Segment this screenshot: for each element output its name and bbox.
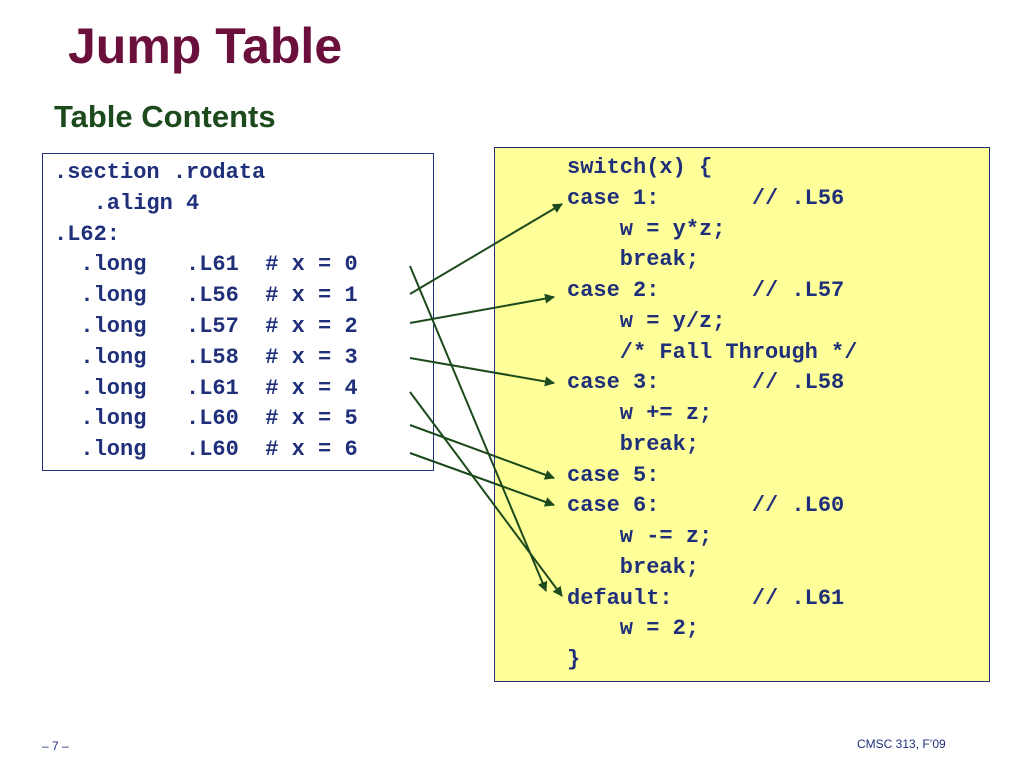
table-line-x3: .long .L58 # x = 3	[54, 345, 358, 370]
switch-line-case2-body: w = y/z;	[567, 309, 726, 334]
switch-line-fall-through: /* Fall Through */	[567, 340, 858, 365]
table-line-align: .align 4	[54, 191, 200, 216]
table-line-x6: .long .L60 # x = 6	[54, 437, 358, 462]
switch-line-default-body: w = 2;	[567, 616, 700, 641]
switch-line-case6-break: break;	[567, 555, 700, 580]
switch-line-case1: case 1: // .L56	[567, 186, 845, 211]
course-label: CMSC 313, F’09	[857, 737, 946, 751]
switch-line-close: }	[567, 647, 581, 672]
switch-line-header: switch(x) {	[567, 155, 713, 180]
jump-table-code-box	[42, 153, 434, 471]
switch-code-box	[494, 147, 990, 682]
table-line-x1: .long .L56 # x = 1	[54, 283, 358, 308]
slide-subtitle: Table Contents	[54, 99, 276, 134]
switch-line-case3: case 3: // .L58	[567, 370, 845, 395]
table-line-section: .section .rodata	[54, 160, 266, 185]
table-line-label: .L62:	[54, 222, 121, 247]
switch-line-case3-break: break;	[567, 432, 700, 457]
table-line-x4: .long .L61 # x = 4	[54, 376, 358, 401]
table-line-x0: .long .L61 # x = 0	[54, 252, 358, 277]
switch-line-case1-break: break;	[567, 247, 700, 272]
table-line-x5: .long .L60 # x = 5	[54, 406, 358, 431]
switch-line-default: default: // .L61	[567, 586, 845, 611]
switch-line-case3-body: w += z;	[567, 401, 713, 426]
slide-title: Jump Table	[68, 18, 343, 74]
table-line-x2: .long .L57 # x = 2	[54, 314, 358, 339]
page-number: – 7 –	[42, 739, 69, 753]
switch-line-case6: case 6: // .L60	[567, 493, 845, 518]
switch-line-case5: case 5:	[567, 463, 660, 488]
switch-line-case6-body: w -= z;	[567, 524, 713, 549]
switch-line-case2: case 2: // .L57	[567, 278, 845, 303]
switch-line-case1-body: w = y*z;	[567, 217, 726, 242]
